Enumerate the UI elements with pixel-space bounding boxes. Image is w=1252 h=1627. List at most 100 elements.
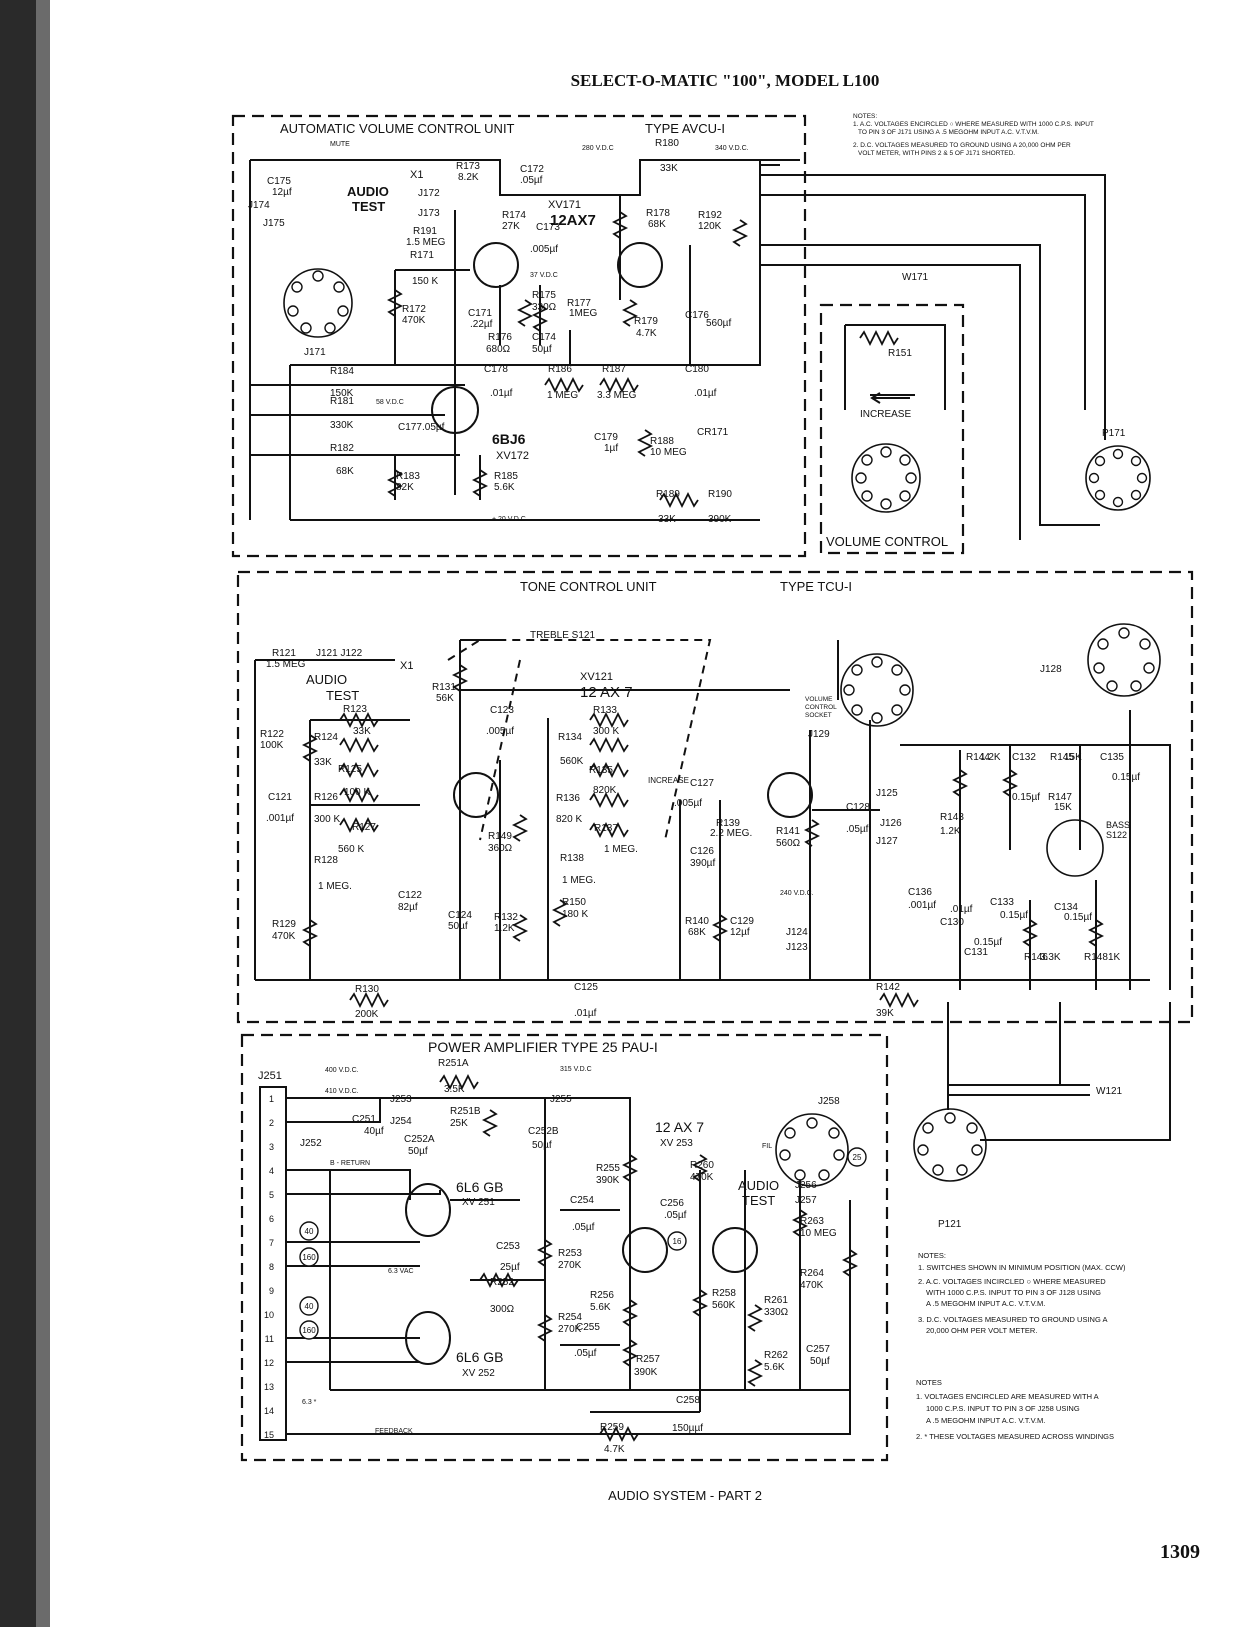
comp-ref: C256: [660, 1198, 684, 1209]
footer-caption: AUDIO SYSTEM - PART 2: [608, 1488, 762, 1503]
comp-val: .01µf: [574, 1008, 597, 1019]
comp-ref: C178: [484, 364, 508, 375]
comp-ref: R258: [712, 1288, 736, 1299]
xv171-label-1: XV171: [548, 199, 581, 211]
comp-val: 1.2K: [940, 826, 961, 837]
pa-audio-test-1: AUDIO: [738, 1178, 779, 1193]
comp-ref: R174: [502, 210, 526, 221]
note-line: A .5 MEGOHM INPUT A.C. V.T.V.M.: [926, 1416, 1045, 1425]
note-line: 3. D.C. VOLTAGES MEASURED TO GROUND USIN…: [918, 1315, 1107, 1324]
comp-ref: R140: [685, 916, 709, 927]
comp-val: 270K: [558, 1324, 582, 1335]
avc-v58: 58 V.D.C: [376, 399, 404, 406]
comp-val: .001µf: [908, 900, 936, 911]
note-line: TO PIN 3 OF J171 USING A .5 MEGOHM INPUT…: [858, 129, 1039, 136]
vc-socket-label-1: VOLUME: [805, 696, 833, 703]
comp-ref: R139: [716, 818, 740, 829]
comp-ref: R260: [690, 1160, 714, 1171]
comp-val: 50µf: [532, 1140, 552, 1151]
j174-label: J174: [248, 200, 270, 211]
comp-val: 680Ω: [486, 344, 511, 355]
comp-ref: R180: [655, 138, 679, 149]
comp-val: 270K: [558, 1260, 582, 1271]
encircled-value: 25: [853, 1153, 862, 1162]
j173-label: J173: [418, 208, 440, 219]
comp-ref: R131: [432, 682, 456, 693]
comp-val: .05µf: [574, 1348, 597, 1359]
comp-ref: R255: [596, 1163, 620, 1174]
j128-socket: [1087, 623, 1161, 697]
comp-val: 100K: [260, 740, 284, 751]
comp-ref: R122: [260, 729, 284, 740]
p121-pins: [917, 1112, 983, 1176]
comp-ref: R134: [558, 732, 582, 743]
comp-val: .05µf: [572, 1222, 595, 1233]
w121-label: W121: [1096, 1086, 1123, 1097]
comp-ref: C252B: [528, 1126, 559, 1137]
comp-val: 2.2 MEG.: [710, 828, 752, 839]
comp-val: 50µf: [408, 1146, 428, 1157]
comp-val: 33K: [660, 163, 678, 174]
comp-ref: R141: [776, 826, 800, 837]
comp-val: 8.2K: [458, 172, 479, 183]
vc-increase-label: INCREASE: [860, 409, 911, 420]
xv251-tube: [405, 1183, 451, 1237]
comp-ref: R251A: [438, 1058, 469, 1069]
comp-ref: R138: [560, 853, 584, 864]
comp-val: 10 MEG: [800, 1228, 837, 1239]
encircled-value: 40: [305, 1227, 314, 1236]
j126-label: J126: [880, 818, 902, 829]
comp-val: .05µf: [520, 175, 543, 186]
power-amplifier-unit: POWER AMPLIFIER TYPE 25 PAU-I J251 1 2 3…: [240, 1033, 889, 1462]
j172-label: J172: [418, 188, 440, 199]
comp-val: 68K: [336, 466, 354, 477]
comp-val: 330K: [330, 420, 354, 431]
comp-ref: R132: [494, 912, 518, 923]
comp-val: 150K: [330, 388, 354, 399]
pin-number: 14: [264, 1406, 274, 1416]
comp-ref: R179: [634, 316, 658, 327]
xv121-tube-a: [453, 772, 499, 818]
j171-label: J171: [304, 347, 326, 358]
comp-ref: R124: [314, 732, 338, 743]
comp-ref: C171: [468, 308, 492, 319]
comp-val: 1 MEG: [547, 390, 578, 401]
comp-val: .01µf: [950, 904, 973, 915]
comp-val: 390K: [708, 514, 732, 525]
j125-label: J125: [876, 788, 898, 799]
page-title: SELECT-O-MATIC "100", MODEL L100: [571, 71, 880, 90]
comp-ref: C127: [690, 778, 714, 789]
xv252-tube: [405, 1311, 451, 1365]
cr171-label: CR171: [697, 427, 729, 438]
comp-ref: C255: [576, 1322, 600, 1333]
comp-ref: R149: [488, 831, 512, 842]
comp-ref: C177: [398, 422, 422, 433]
comp-ref: C125: [574, 982, 598, 993]
comp-val: 25µf: [500, 1262, 520, 1273]
comp-val: 180 K: [562, 909, 588, 920]
comp-val: 0.15µf: [1000, 910, 1028, 921]
j175-label: J175: [263, 218, 285, 229]
avc-audio-test-1: AUDIO: [347, 184, 389, 199]
comp-val: 820K: [593, 785, 617, 796]
comp-val: 68K: [648, 219, 666, 230]
comp-ref: C121: [268, 792, 292, 803]
volume-control-socket: [851, 443, 921, 513]
comp-val: .22µf: [470, 319, 493, 330]
comp-val: 5.6K: [590, 1302, 611, 1313]
comp-ref: C252A: [404, 1134, 435, 1145]
comp-val: 0.15µf: [974, 937, 1002, 948]
comp-val: 1 MEG.: [318, 881, 352, 892]
comp-ref: C253: [496, 1241, 520, 1252]
comp-val: .01µf: [694, 388, 717, 399]
bass-label-2: S122: [1106, 830, 1127, 840]
j127-label: J127: [876, 836, 898, 847]
tone-unit-border: [236, 570, 1194, 1024]
j121-j122-label: J121 J122: [316, 648, 363, 659]
jack-label: J255: [550, 1094, 572, 1105]
comp-ref: R175: [532, 290, 556, 301]
j129-socket: [840, 653, 914, 727]
